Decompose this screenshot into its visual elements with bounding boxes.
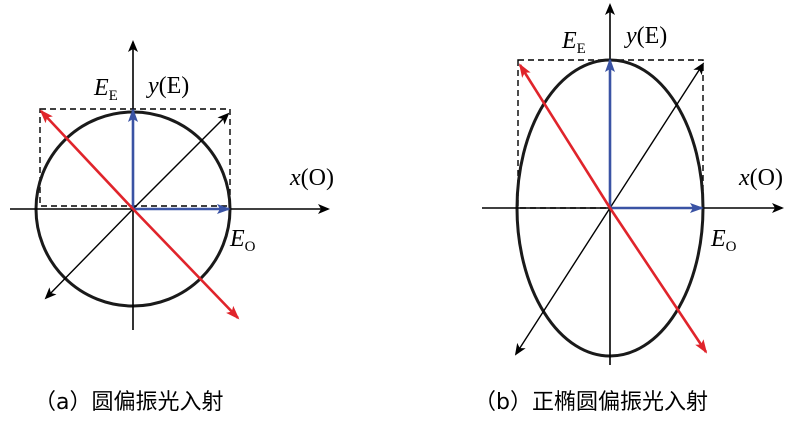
panel-a-eo-label: EO [229, 226, 256, 255]
panel-b-red-vector-ul [518, 63, 612, 209]
panel-a-diagonal-ll [44, 208, 134, 300]
panel-a-red-vector-lr [132, 208, 240, 320]
panel-a: EE y(E) x(O) EO （a）圆偏振光入射 [10, 40, 334, 415]
panel-b: EE y(E) x(O) EO （b）正椭圆偏振光入射 [474, 3, 784, 415]
panel-a-red-vector-ul [39, 109, 134, 210]
panel-b-red-vector-lr [608, 207, 708, 354]
panel-b-x-label: x(O) [738, 165, 783, 191]
panel-a-caption: （a）圆偏振光入射 [34, 390, 223, 415]
panel-b-diagonal-ur [609, 62, 705, 209]
panel-a-y-label: y(E) [146, 73, 189, 99]
panel-a-dashed-box [39, 108, 231, 207]
panel-a-diagonal-ur [132, 112, 230, 210]
panel-a-x-label: x(O) [289, 165, 334, 191]
panel-a-ee-label: EE [93, 75, 118, 104]
panel-b-y-label: y(E) [624, 23, 667, 49]
panel-b-eo-label: EO [710, 226, 737, 255]
panel-b-caption: （b）正椭圆偏振光入射 [474, 390, 708, 415]
panel-b-ee-label: EE [561, 28, 586, 57]
panel-b-diagonal-ll [514, 207, 611, 356]
